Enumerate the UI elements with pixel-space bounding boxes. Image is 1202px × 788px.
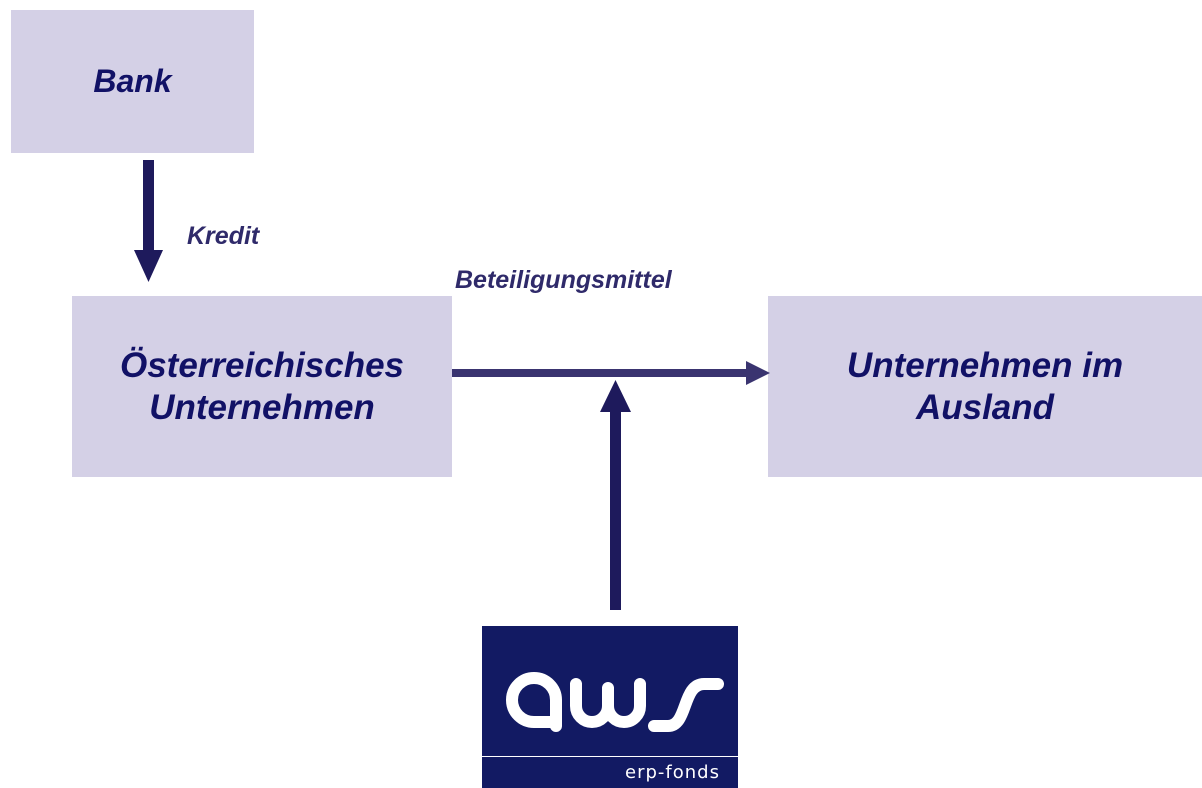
bank-node: Bank — [11, 10, 254, 153]
credit-arrow — [134, 160, 163, 282]
aws-support-arrow — [600, 380, 631, 610]
equity-label: Beteiligungsmittel — [455, 266, 672, 294]
aws-logo: erp-fonds — [482, 626, 738, 788]
domestic-company-label-line-2: Unternehmen — [149, 387, 375, 427]
domestic-company-node: Österreichisches Unternehmen — [72, 296, 452, 477]
foreign-company-node: Unternehmen im Ausland — [768, 296, 1202, 477]
bank-label: Bank — [93, 63, 172, 99]
domestic-company-label-line-1: Österreichisches — [119, 345, 405, 385]
foreign-company-label-line-1: Unternehmen im — [846, 345, 1124, 385]
aws-wordmark-logo — [506, 672, 724, 732]
equity-arrow — [452, 361, 770, 385]
logo-subtitle: erp-fonds — [482, 756, 738, 788]
foreign-company-label-line-2: Ausland — [915, 387, 1055, 427]
credit-label: Kredit — [187, 222, 260, 250]
